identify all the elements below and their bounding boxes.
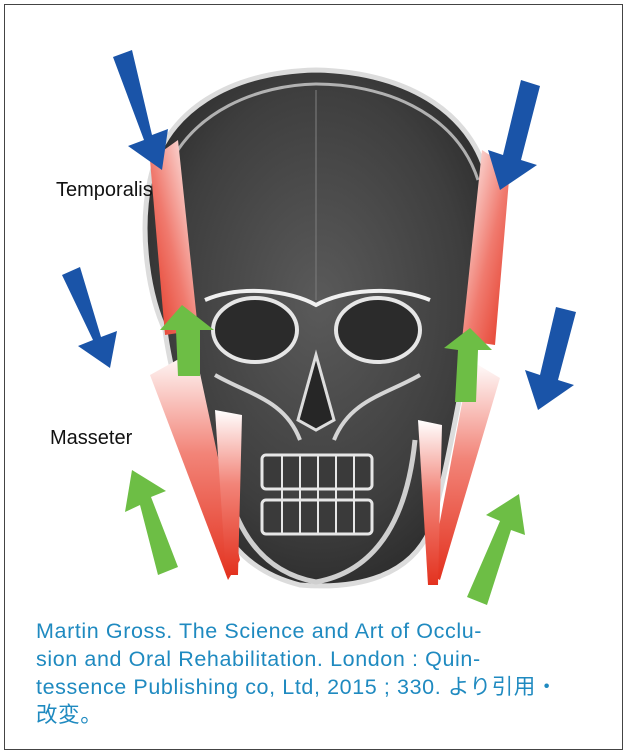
caption-line: sion and Oral Rehabilitation. London : Q… xyxy=(36,645,596,673)
arrow-up-force-icon xyxy=(125,470,178,575)
arrow-down-force-icon xyxy=(62,267,117,368)
arrow-up-force-icon xyxy=(467,494,525,605)
arrow-down-force-icon xyxy=(525,307,576,410)
caption-line: Martin Gross. The Science and Art of Occ… xyxy=(36,617,596,645)
skull-muscle-diagram xyxy=(0,0,629,610)
label-temporalis: Temporalis xyxy=(56,180,153,200)
caption-line: 改変。 xyxy=(36,701,596,729)
arrow-down-force-icon xyxy=(113,50,168,170)
arrow-down-force-icon xyxy=(488,80,540,190)
caption-line: tessence Publishing co, Ltd, 2015 ; 330.… xyxy=(36,673,596,701)
label-masseter: Masseter xyxy=(50,428,132,448)
figure-caption: Martin Gross. The Science and Art of Occ… xyxy=(36,617,596,729)
